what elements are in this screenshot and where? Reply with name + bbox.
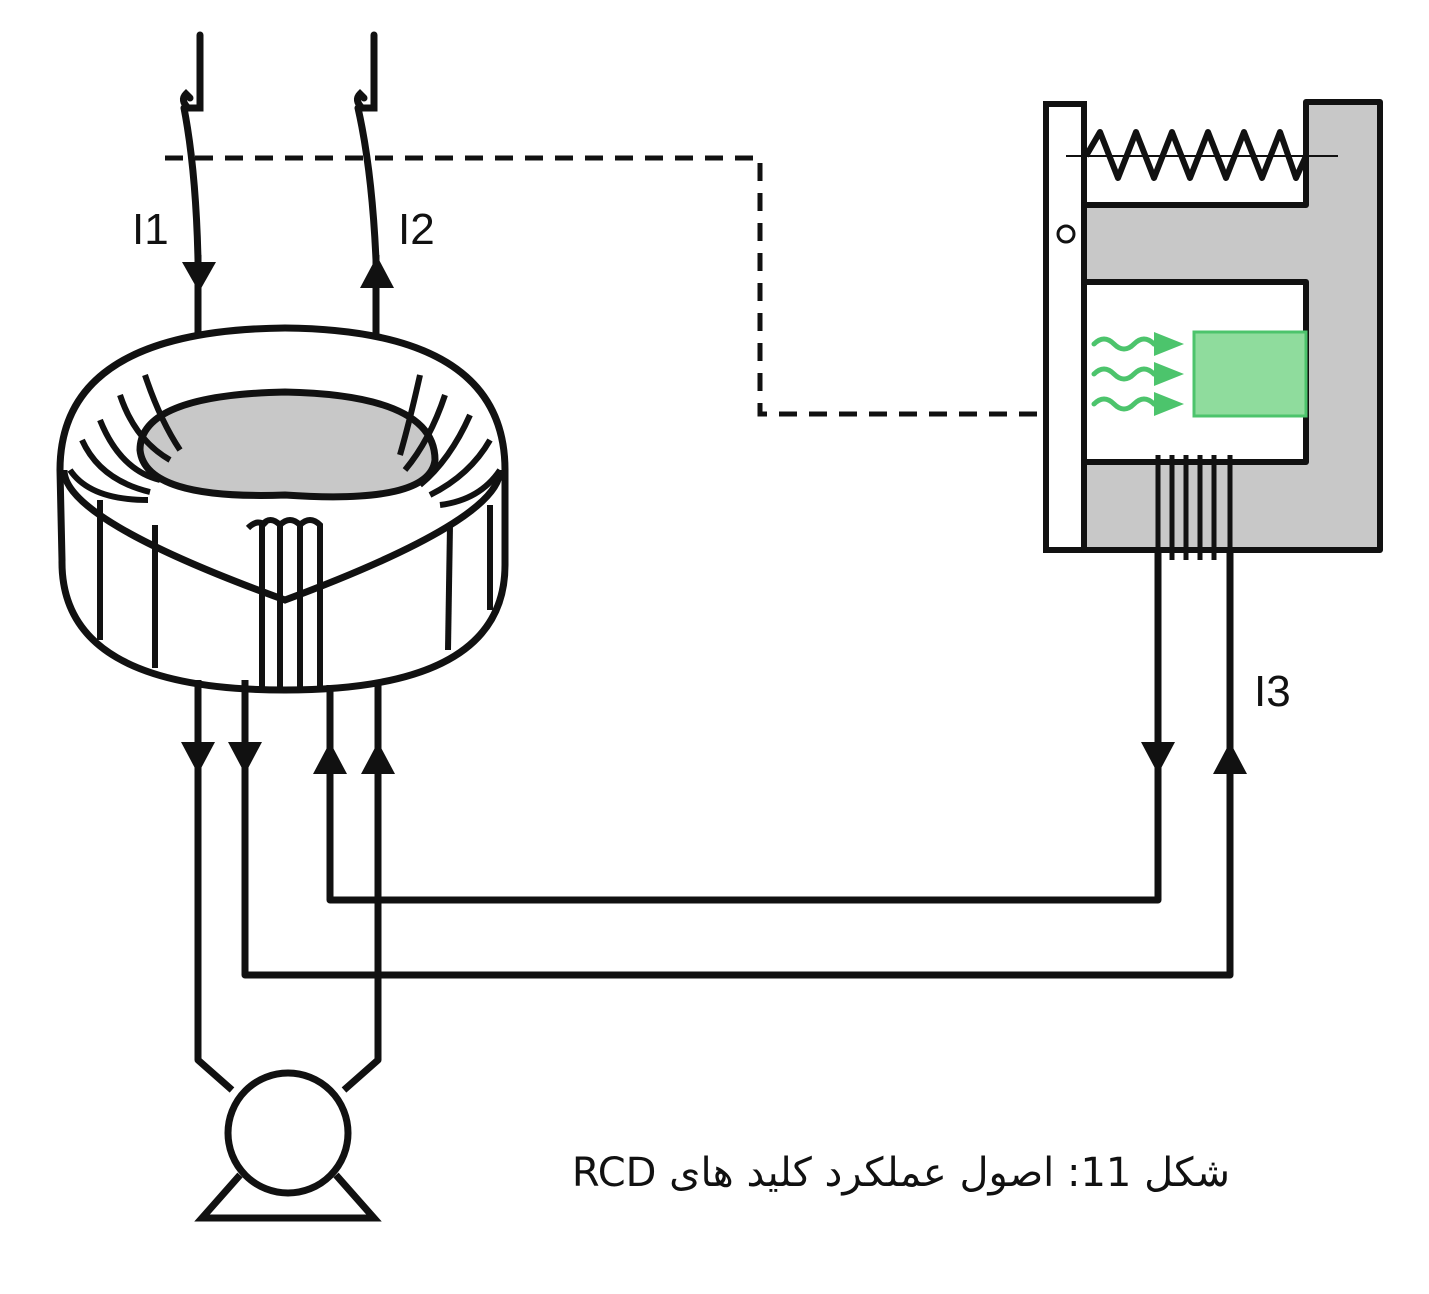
relay	[1043, 99, 1383, 560]
arrow-i1-down	[182, 262, 216, 292]
wave-arrow	[1091, 366, 1161, 382]
secondary-coil	[245, 517, 323, 690]
arrow-i3-down	[1141, 742, 1175, 774]
toroid-windings	[67, 374, 503, 668]
switch-contacts	[179, 31, 380, 264]
mechanical-linkage-dashed	[165, 155, 1040, 417]
wave-arrow	[1091, 396, 1161, 412]
label-i2: I2	[398, 205, 435, 254]
arrow-phase-down	[181, 742, 215, 774]
wave-arrowheads	[1154, 332, 1184, 416]
arrow-i3-up	[1213, 742, 1247, 774]
wave-arrow	[1091, 336, 1161, 352]
wire-phase	[194, 680, 235, 1093]
figure-caption: شکل 11: اصول عملکرد کلید های RCD	[571, 1150, 1230, 1196]
switch-contact-2	[353, 31, 378, 112]
switch-contact-1	[179, 31, 204, 112]
relay-plunger-bar	[1043, 101, 1087, 553]
wire-neutral	[341, 680, 382, 1093]
label-i3: I3	[1254, 667, 1291, 716]
arrow-i2-up	[360, 256, 394, 288]
wave-arrows	[1091, 336, 1161, 412]
motor-symbol	[194, 1069, 382, 1222]
motor-circle	[224, 1069, 352, 1197]
switch-blade-2	[354, 104, 380, 264]
arrow-sense-up	[313, 742, 347, 774]
relay-coil	[1155, 455, 1233, 560]
arrow-neutral-up	[361, 742, 395, 774]
relay-pivot	[1056, 224, 1076, 244]
spring	[1083, 129, 1309, 181]
relay-yoke	[1081, 99, 1383, 553]
switch-blade-1	[180, 104, 202, 264]
label-i1: I1	[132, 205, 169, 254]
wire-sense-return	[326, 545, 1162, 904]
toroidal-transformer	[56, 324, 509, 694]
toroid-hole	[136, 388, 439, 501]
relay-armature	[1192, 330, 1308, 418]
arrow-sense-down	[228, 742, 262, 774]
toroid-top-face	[60, 469, 504, 604]
motor-base	[194, 1172, 382, 1222]
